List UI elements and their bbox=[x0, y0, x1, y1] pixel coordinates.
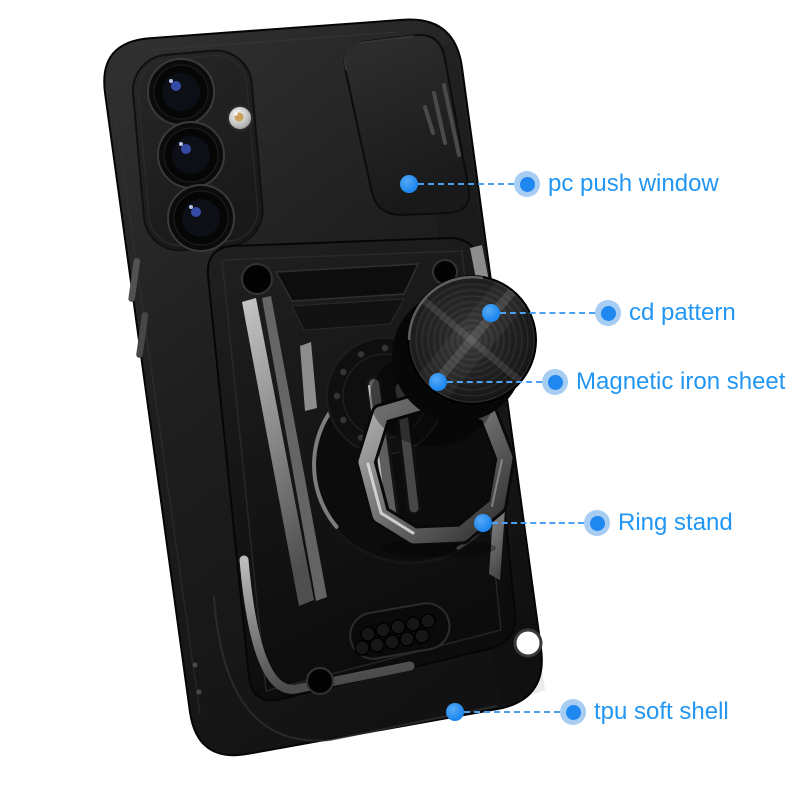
callout-label: tpu soft shell bbox=[594, 698, 729, 725]
callout-ring-stand: Ring stand bbox=[474, 510, 733, 536]
mic-hole-2 bbox=[196, 689, 202, 695]
camera-lens-cluster bbox=[147, 58, 253, 252]
callout-target-dot bbox=[514, 171, 540, 197]
plate-hole-top-left bbox=[241, 263, 273, 295]
callout-label: Magnetic iron sheet bbox=[576, 368, 786, 395]
side-button-1 bbox=[128, 258, 141, 302]
callout-source-dot bbox=[429, 373, 447, 391]
mic-hole-1 bbox=[192, 662, 198, 668]
callout-target-dot bbox=[584, 510, 610, 536]
callout-label: cd pattern bbox=[629, 299, 736, 326]
callout-leader-line bbox=[447, 381, 542, 383]
callout-target-dot bbox=[595, 300, 621, 326]
callout-leader-line bbox=[492, 522, 584, 524]
callout-label: Ring stand bbox=[618, 509, 733, 536]
grip-slashes bbox=[423, 83, 461, 157]
side-button-2 bbox=[136, 312, 149, 358]
callout-label: pc push window bbox=[548, 170, 719, 197]
callout-pc-push-window: pc push window bbox=[400, 171, 719, 197]
callout-leader-line bbox=[418, 183, 514, 185]
side-buttons bbox=[128, 258, 202, 695]
callout-source-dot bbox=[482, 304, 500, 322]
slide-camera-cover bbox=[343, 34, 470, 216]
cd-pattern-disc bbox=[370, 275, 537, 446]
callout-source-dot bbox=[474, 514, 492, 532]
plate-hole-bottom-left bbox=[306, 667, 334, 695]
grip-texture bbox=[349, 602, 451, 660]
camera-lens-3 bbox=[167, 184, 235, 252]
camera-lens-2 bbox=[157, 121, 225, 189]
callout-leader-line bbox=[500, 312, 595, 314]
camera-lens-1 bbox=[147, 58, 215, 126]
callout-target-dot bbox=[542, 369, 568, 395]
callout-magnetic-iron-sheet: Magnetic iron sheet bbox=[429, 369, 785, 395]
callout-tpu-soft-shell: tpu soft shell bbox=[446, 699, 729, 725]
flash-lens bbox=[227, 105, 253, 131]
plate-hole-bottom-right bbox=[513, 628, 543, 658]
ring-stand bbox=[355, 387, 516, 547]
callout-source-dot bbox=[446, 703, 464, 721]
callout-target-dot bbox=[560, 699, 586, 725]
callout-cd-pattern: cd pattern bbox=[482, 300, 736, 326]
callout-leader-line bbox=[464, 711, 560, 713]
callout-source-dot bbox=[400, 175, 418, 193]
